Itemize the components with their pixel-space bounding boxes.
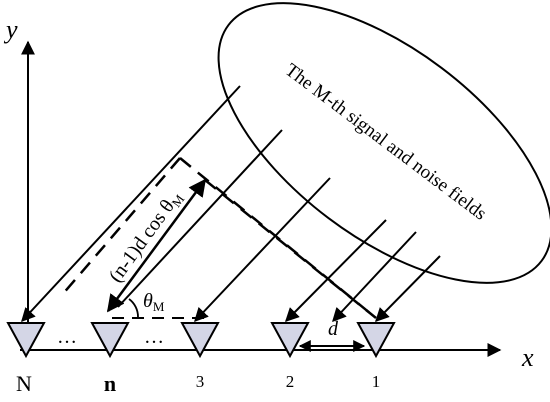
y-axis-label: y <box>3 15 18 44</box>
path-difference-label: (n-1)d cos θM <box>105 186 188 288</box>
angle-label: θM <box>143 290 165 314</box>
signal-ray-to-2a <box>285 219 387 322</box>
sensor-label: 1 <box>372 372 381 391</box>
signal-ray-to-3 <box>194 177 331 323</box>
x-axis-label: x <box>521 343 534 372</box>
sensor-N: N <box>6 322 46 396</box>
sensor-triangle <box>356 322 396 359</box>
sensor-3: 3 <box>180 322 220 391</box>
sensor-label: N <box>16 371 32 396</box>
ellipsis-right: … <box>144 326 164 348</box>
signal-ray-to-n <box>117 129 283 308</box>
sensor-triangle <box>180 322 220 359</box>
sensor-label: 2 <box>286 372 295 391</box>
sensor-2: 2 <box>270 322 310 391</box>
signal-ray-to-1 <box>375 255 441 322</box>
sensor-label: n <box>104 371 116 396</box>
sensor-1: 1 <box>356 322 396 391</box>
signal-ray-to-2b <box>332 231 417 323</box>
sensor-n: n <box>90 322 130 396</box>
sensor-label: 3 <box>196 372 205 391</box>
signal-ray-to-N <box>21 85 241 323</box>
signal-noise-field-ellipse <box>217 2 550 284</box>
path-difference-arrow <box>106 178 207 313</box>
ellipsis-left: … <box>57 326 77 348</box>
sensor-triangle <box>6 322 46 359</box>
sensor-triangle <box>270 322 310 359</box>
angle-arc <box>128 298 139 318</box>
sensor-triangle <box>90 322 130 359</box>
wavefront-dashed-lower <box>204 179 377 319</box>
spacing-label: d <box>328 318 339 340</box>
